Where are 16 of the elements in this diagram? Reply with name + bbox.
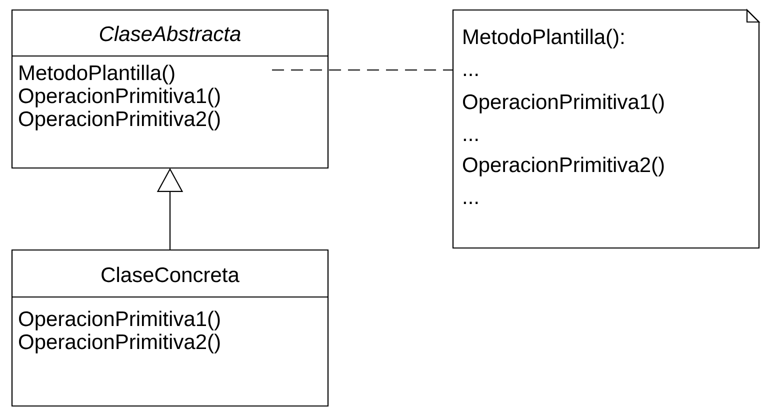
method-name: OperacionPrimitiva2() <box>19 110 220 130</box>
note-text: MetodoPlantilla(): <box>464 28 624 48</box>
method-name: OperacionPrimitiva1() <box>19 310 220 330</box>
note-text: ... <box>464 202 478 204</box>
class-box <box>11 9 329 169</box>
note-text: ... <box>464 138 478 141</box>
note-text: OperacionPrimitiva1() <box>463 94 664 114</box>
class-name: ClaseAbstracta <box>100 26 240 42</box>
method-name: OperacionPrimitiva2() <box>19 334 220 354</box>
class-box <box>11 249 329 407</box>
dashed-line <box>272 69 453 71</box>
method-name: OperacionPrimitiva1() <box>19 88 220 108</box>
method-name: MetodoPlantilla() <box>20 64 174 84</box>
class-name: ClaseConcreta <box>102 266 240 282</box>
note-text: OperacionPrimitiva2() <box>463 156 664 176</box>
note-text: ... <box>464 74 478 76</box>
